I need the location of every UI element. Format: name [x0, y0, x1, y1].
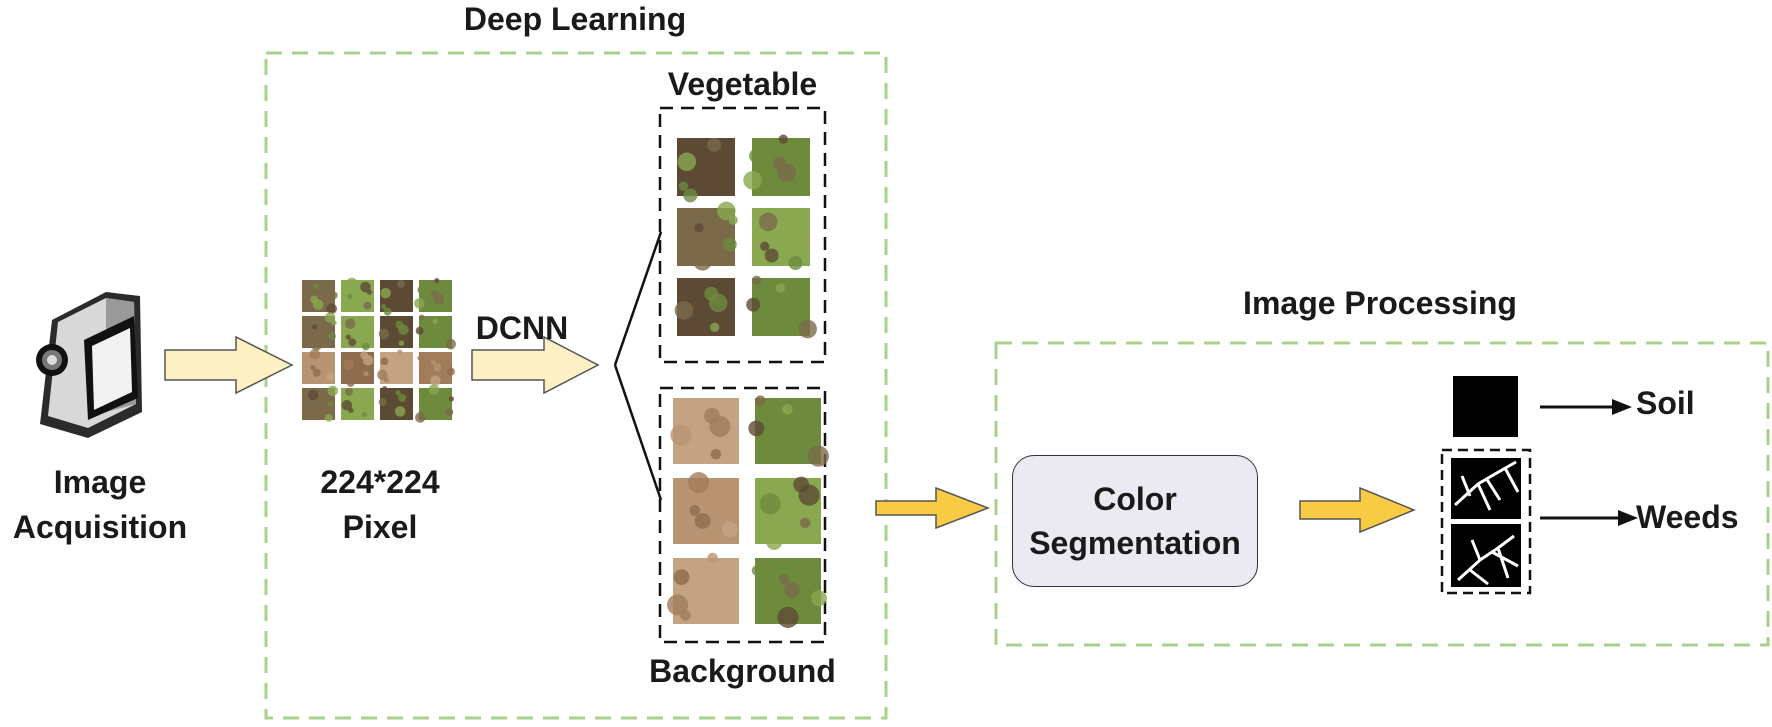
arrow-to-soil	[1540, 399, 1632, 415]
input-image-tile	[341, 277, 374, 312]
image-processing-section-box	[994, 341, 1770, 647]
vegetable-sample-grid	[674, 134, 817, 339]
weeds-mask-group-box	[1440, 448, 1532, 595]
input-image-tile	[302, 280, 338, 315]
background-class-label: Background	[649, 653, 836, 689]
image-processing-title: Image Processing	[1243, 285, 1517, 321]
vegetable-sample-tile	[677, 201, 738, 271]
input-image-grid	[302, 277, 456, 423]
vegetable-sample-tile	[677, 138, 735, 203]
vegetable-sample-tile	[752, 208, 810, 271]
input-image-tile	[377, 349, 413, 384]
deep-learning-title: Deep Learning	[463, 1, 687, 37]
input-image-tile	[415, 314, 456, 350]
background-sample-tile	[748, 395, 829, 467]
weeds-mask-top	[1451, 458, 1521, 519]
arrow-segmentation-to-output	[1299, 486, 1416, 534]
weeds-output-label: Weeds	[1636, 499, 1739, 535]
input-image-tile	[341, 316, 374, 351]
input-image-tile	[341, 387, 374, 420]
branch-line-vegetable	[613, 231, 663, 366]
input-image-tile	[341, 351, 374, 388]
segmentation-label-line2: Segmentation	[1029, 525, 1241, 561]
input-image-tile	[414, 278, 452, 312]
arrow-input-to-dcnn	[471, 335, 600, 395]
input-image-tile	[417, 352, 455, 387]
vegetable-sample-tile	[674, 278, 735, 336]
input-size-label: 224*224	[320, 464, 440, 500]
input-image-tile	[378, 316, 413, 348]
acquisition-label-line1: Image	[53, 464, 147, 500]
input-image-tile	[380, 279, 413, 316]
deep-learning-section-box	[264, 51, 888, 720]
arrow-acquisition-to-input	[164, 335, 294, 395]
input-image-tile	[378, 386, 413, 420]
acquisition-label-line2: Acquisition	[12, 509, 188, 545]
arrow-to-weeds	[1540, 510, 1638, 526]
dcnn-label: DCNN	[475, 310, 569, 346]
input-image-tile	[415, 384, 454, 423]
vegetable-sample-tile	[743, 134, 810, 196]
background-sample-tile	[751, 558, 827, 628]
background-sample-tile	[673, 472, 739, 544]
vegetable-class-label: Vegetable	[667, 66, 818, 102]
input-image-tile	[302, 312, 337, 351]
background-sample-tile	[670, 398, 739, 464]
branch-line-background	[613, 364, 663, 501]
input-image-tile	[302, 348, 335, 384]
background-sample-tile	[755, 476, 821, 550]
weeds-mask-bottom	[1451, 524, 1521, 587]
segmentation-label-line1: Color	[1093, 481, 1177, 517]
vegetable-sample-tile	[746, 275, 817, 339]
video-camera-icon	[36, 292, 142, 438]
input-unit-label: Pixel	[342, 509, 418, 545]
soil-mask-tile	[1453, 376, 1518, 437]
input-image-tile	[302, 385, 338, 422]
color-segmentation-box: Color Segmentation	[1012, 455, 1258, 587]
background-sample-grid	[667, 395, 829, 628]
arrow-classes-to-segmentation	[875, 486, 991, 530]
soil-output-label: Soil	[1636, 385, 1695, 421]
background-sample-tile	[667, 552, 739, 624]
